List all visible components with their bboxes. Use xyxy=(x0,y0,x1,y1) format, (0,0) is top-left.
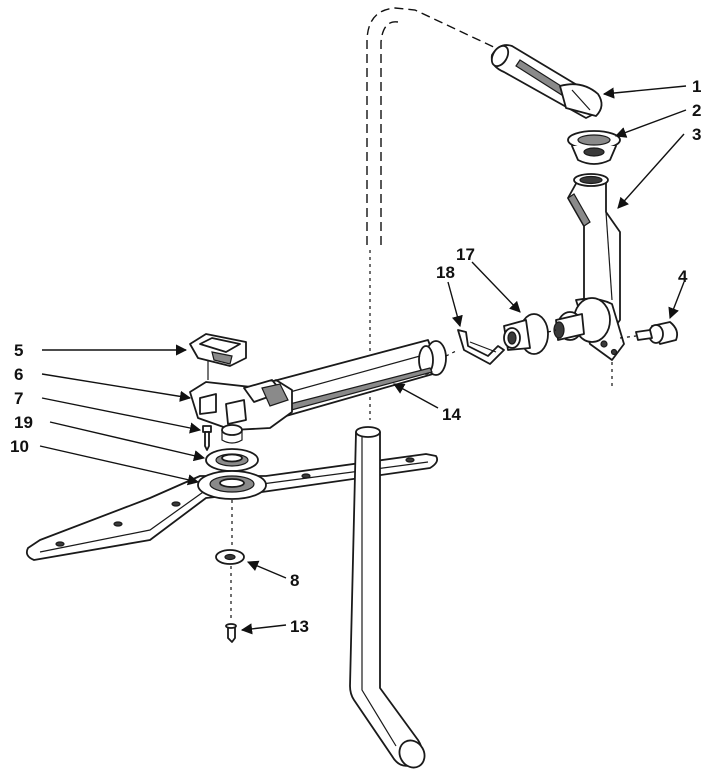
spray-arm-part-10 xyxy=(25,453,439,561)
conduit-tube-part-1 xyxy=(490,44,603,119)
callout-13: 13 xyxy=(290,617,309,636)
valve-part-17 xyxy=(503,313,557,355)
callout-4: 4 xyxy=(678,267,688,286)
supply-tube-part-14 xyxy=(269,339,459,417)
callout-5: 5 xyxy=(14,341,23,360)
callout-17: 17 xyxy=(456,245,475,264)
callout-3: 3 xyxy=(692,125,701,144)
riser-tube xyxy=(349,426,426,769)
gasket-part-2 xyxy=(567,130,621,165)
leader-lines xyxy=(39,85,687,635)
manifold-part-3 xyxy=(553,173,625,386)
bearing-ring-part-19 xyxy=(205,448,259,472)
callout-18: 18 xyxy=(436,263,455,282)
callout-labels: 1 2 3 4 5 6 7 19 10 17 18 14 8 13 xyxy=(10,77,701,636)
callout-8: 8 xyxy=(290,571,299,590)
callout-1: 1 xyxy=(692,77,701,96)
washer-part-8 xyxy=(215,549,245,622)
callout-2: 2 xyxy=(692,101,701,120)
callout-14: 14 xyxy=(442,405,461,424)
callout-6: 6 xyxy=(14,365,23,384)
callout-19: 19 xyxy=(14,413,33,432)
callout-10: 10 xyxy=(10,437,29,456)
latch-cap-part-5 xyxy=(189,333,247,380)
clip-part-18 xyxy=(457,329,505,365)
screw-part-7 xyxy=(202,425,212,451)
plug-part-4 xyxy=(619,321,679,345)
screw-part-13 xyxy=(225,623,237,643)
callout-7: 7 xyxy=(14,389,23,408)
bracket-part-6 xyxy=(189,379,293,444)
